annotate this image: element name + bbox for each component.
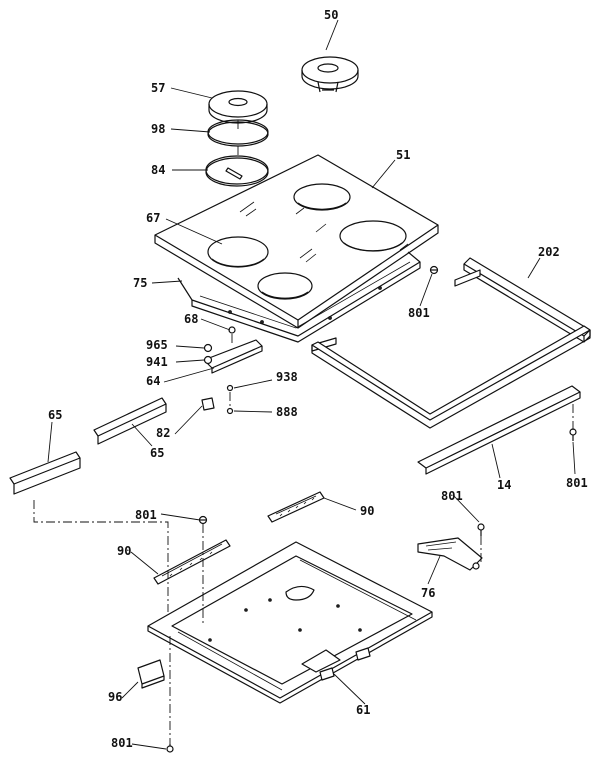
callout-76: 76 [421,586,436,600]
callout-888: 888 [276,405,298,419]
callout-90-b: 90 [117,544,132,558]
screws-801-drawing [166,265,577,753]
surface-unit-top-drawing [301,56,359,93]
callout-941: 941 [146,355,168,369]
part-76-drawing [417,537,483,571]
surface-unit-cap-drawing [208,90,268,124]
front-trim-drawing [311,325,591,429]
callout-801-a: 801 [408,306,430,320]
callout-938: 938 [276,370,298,384]
trim-14-drawing [417,385,581,475]
callout-14: 14 [497,478,512,492]
rail-90-a-drawing [267,491,325,523]
alignment-lines [33,120,574,745]
clip-96-drawing [137,659,165,689]
bracket-65-a-drawing [9,451,81,495]
callout-96: 96 [108,690,123,704]
callout-57: 57 [151,81,166,95]
callout-65-a: 65 [48,408,63,422]
callout-67: 67 [146,211,161,225]
callout-801-c: 801 [441,489,463,503]
callout-84: 84 [151,163,166,177]
ring-84-drawing [205,155,269,187]
callout-965: 965 [146,338,168,352]
bracket-65-b-drawing [93,397,167,445]
callout-202: 202 [538,245,560,259]
callout-64: 64 [146,374,161,388]
glass-cooktop-drawing [154,154,439,329]
rail-90-b-drawing [153,539,231,585]
base-61-drawing [147,541,433,704]
callout-801-e: 801 [111,736,133,750]
callout-68: 68 [184,312,199,326]
callout-51: 51 [396,148,411,162]
callout-50: 50 [324,8,339,22]
control-hardware-drawing [201,326,263,415]
callout-90-a: 90 [360,504,375,518]
leader-lines [47,19,576,750]
callout-82: 82 [156,426,171,440]
callout-75: 75 [133,276,148,290]
callout-801-b: 801 [566,476,588,490]
callout-98: 98 [151,122,166,136]
frame-75-drawing [177,251,421,343]
callout-801-d: 801 [135,508,157,522]
callout-65-b: 65 [150,446,165,460]
callout-61: 61 [356,703,371,717]
